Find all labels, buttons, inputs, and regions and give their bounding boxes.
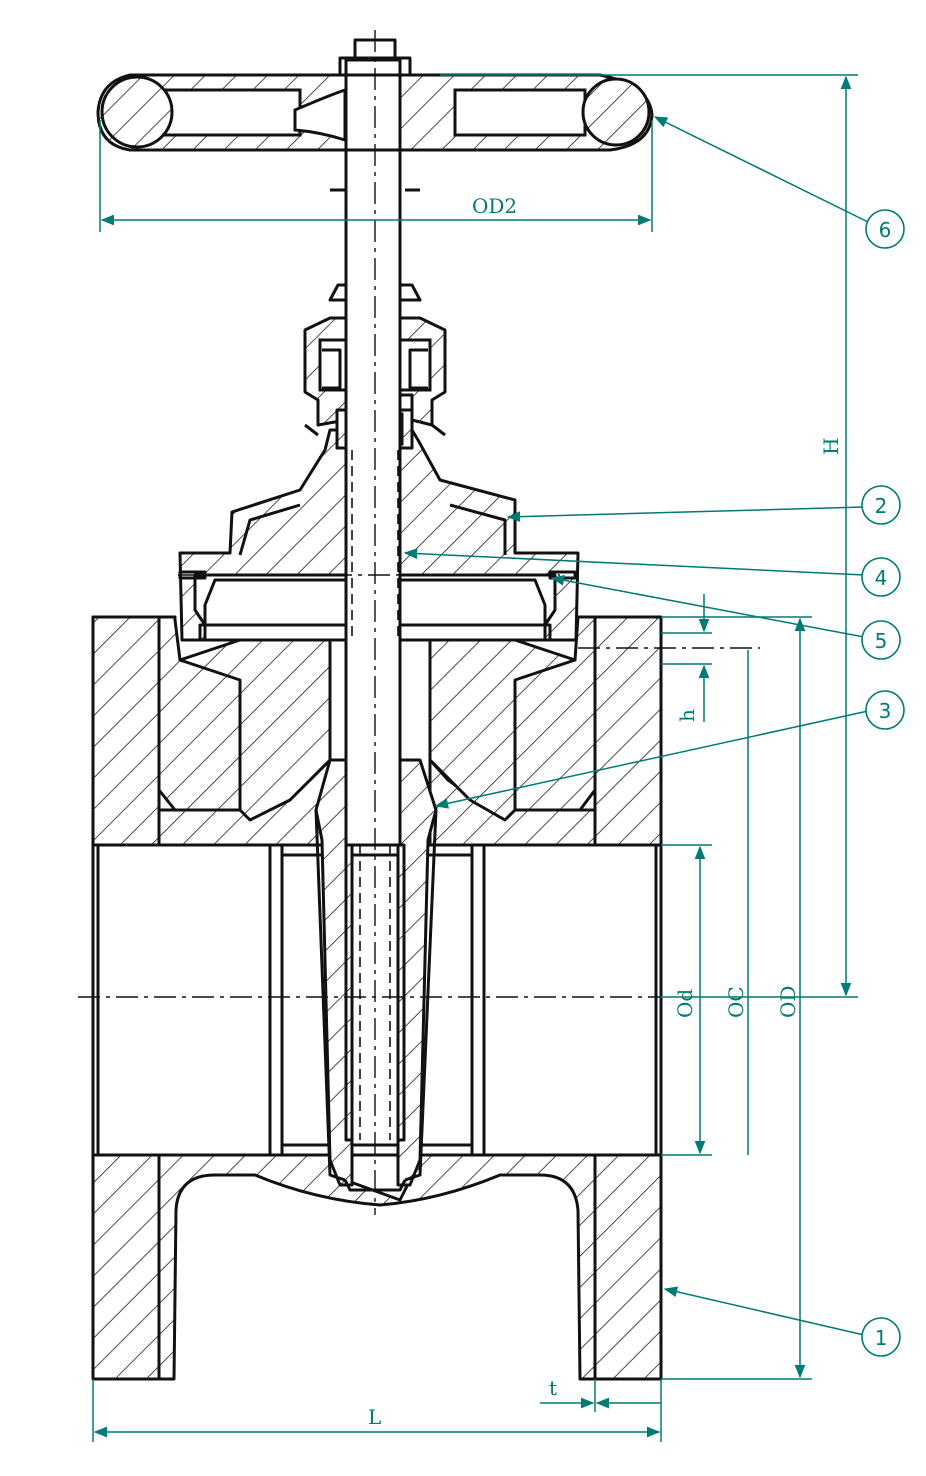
callout-6: 6 xyxy=(865,209,905,249)
dim-label-od-small: Od xyxy=(673,989,697,1018)
dim-label-oc: OC xyxy=(724,986,748,1018)
callout-1: 1 xyxy=(861,1317,901,1357)
dimension-labels: OD2 H h Od OC OD t L xyxy=(368,194,843,1429)
center-lines xyxy=(78,30,760,1215)
handwheel xyxy=(96,73,654,152)
callout-3: 3 xyxy=(865,690,905,730)
svg-text:3: 3 xyxy=(879,699,892,723)
valve-body xyxy=(91,615,663,1381)
svg-text:1: 1 xyxy=(875,1326,888,1350)
svg-text:4: 4 xyxy=(875,566,888,590)
callout-4: 4 xyxy=(861,557,901,597)
dim-label-h: H xyxy=(819,438,843,455)
dim-label-od2: OD2 xyxy=(472,194,517,218)
dim-label-t: t xyxy=(549,1376,557,1400)
dim-label-od: OD xyxy=(776,986,800,1018)
valve-wedge xyxy=(314,758,438,1192)
callout-2: 2 xyxy=(861,485,901,525)
svg-text:5: 5 xyxy=(875,629,888,653)
gasket xyxy=(178,570,577,580)
svg-text:2: 2 xyxy=(875,494,888,518)
dim-label-h-small: h xyxy=(675,709,699,722)
part-callouts: 6 2 4 5 3 1 xyxy=(403,116,905,1357)
svg-text:6: 6 xyxy=(879,218,892,242)
dim-label-l: L xyxy=(368,1405,381,1429)
callout-5: 5 xyxy=(861,620,901,660)
valve-stem xyxy=(330,38,420,1142)
dimension-lines xyxy=(92,74,858,1442)
